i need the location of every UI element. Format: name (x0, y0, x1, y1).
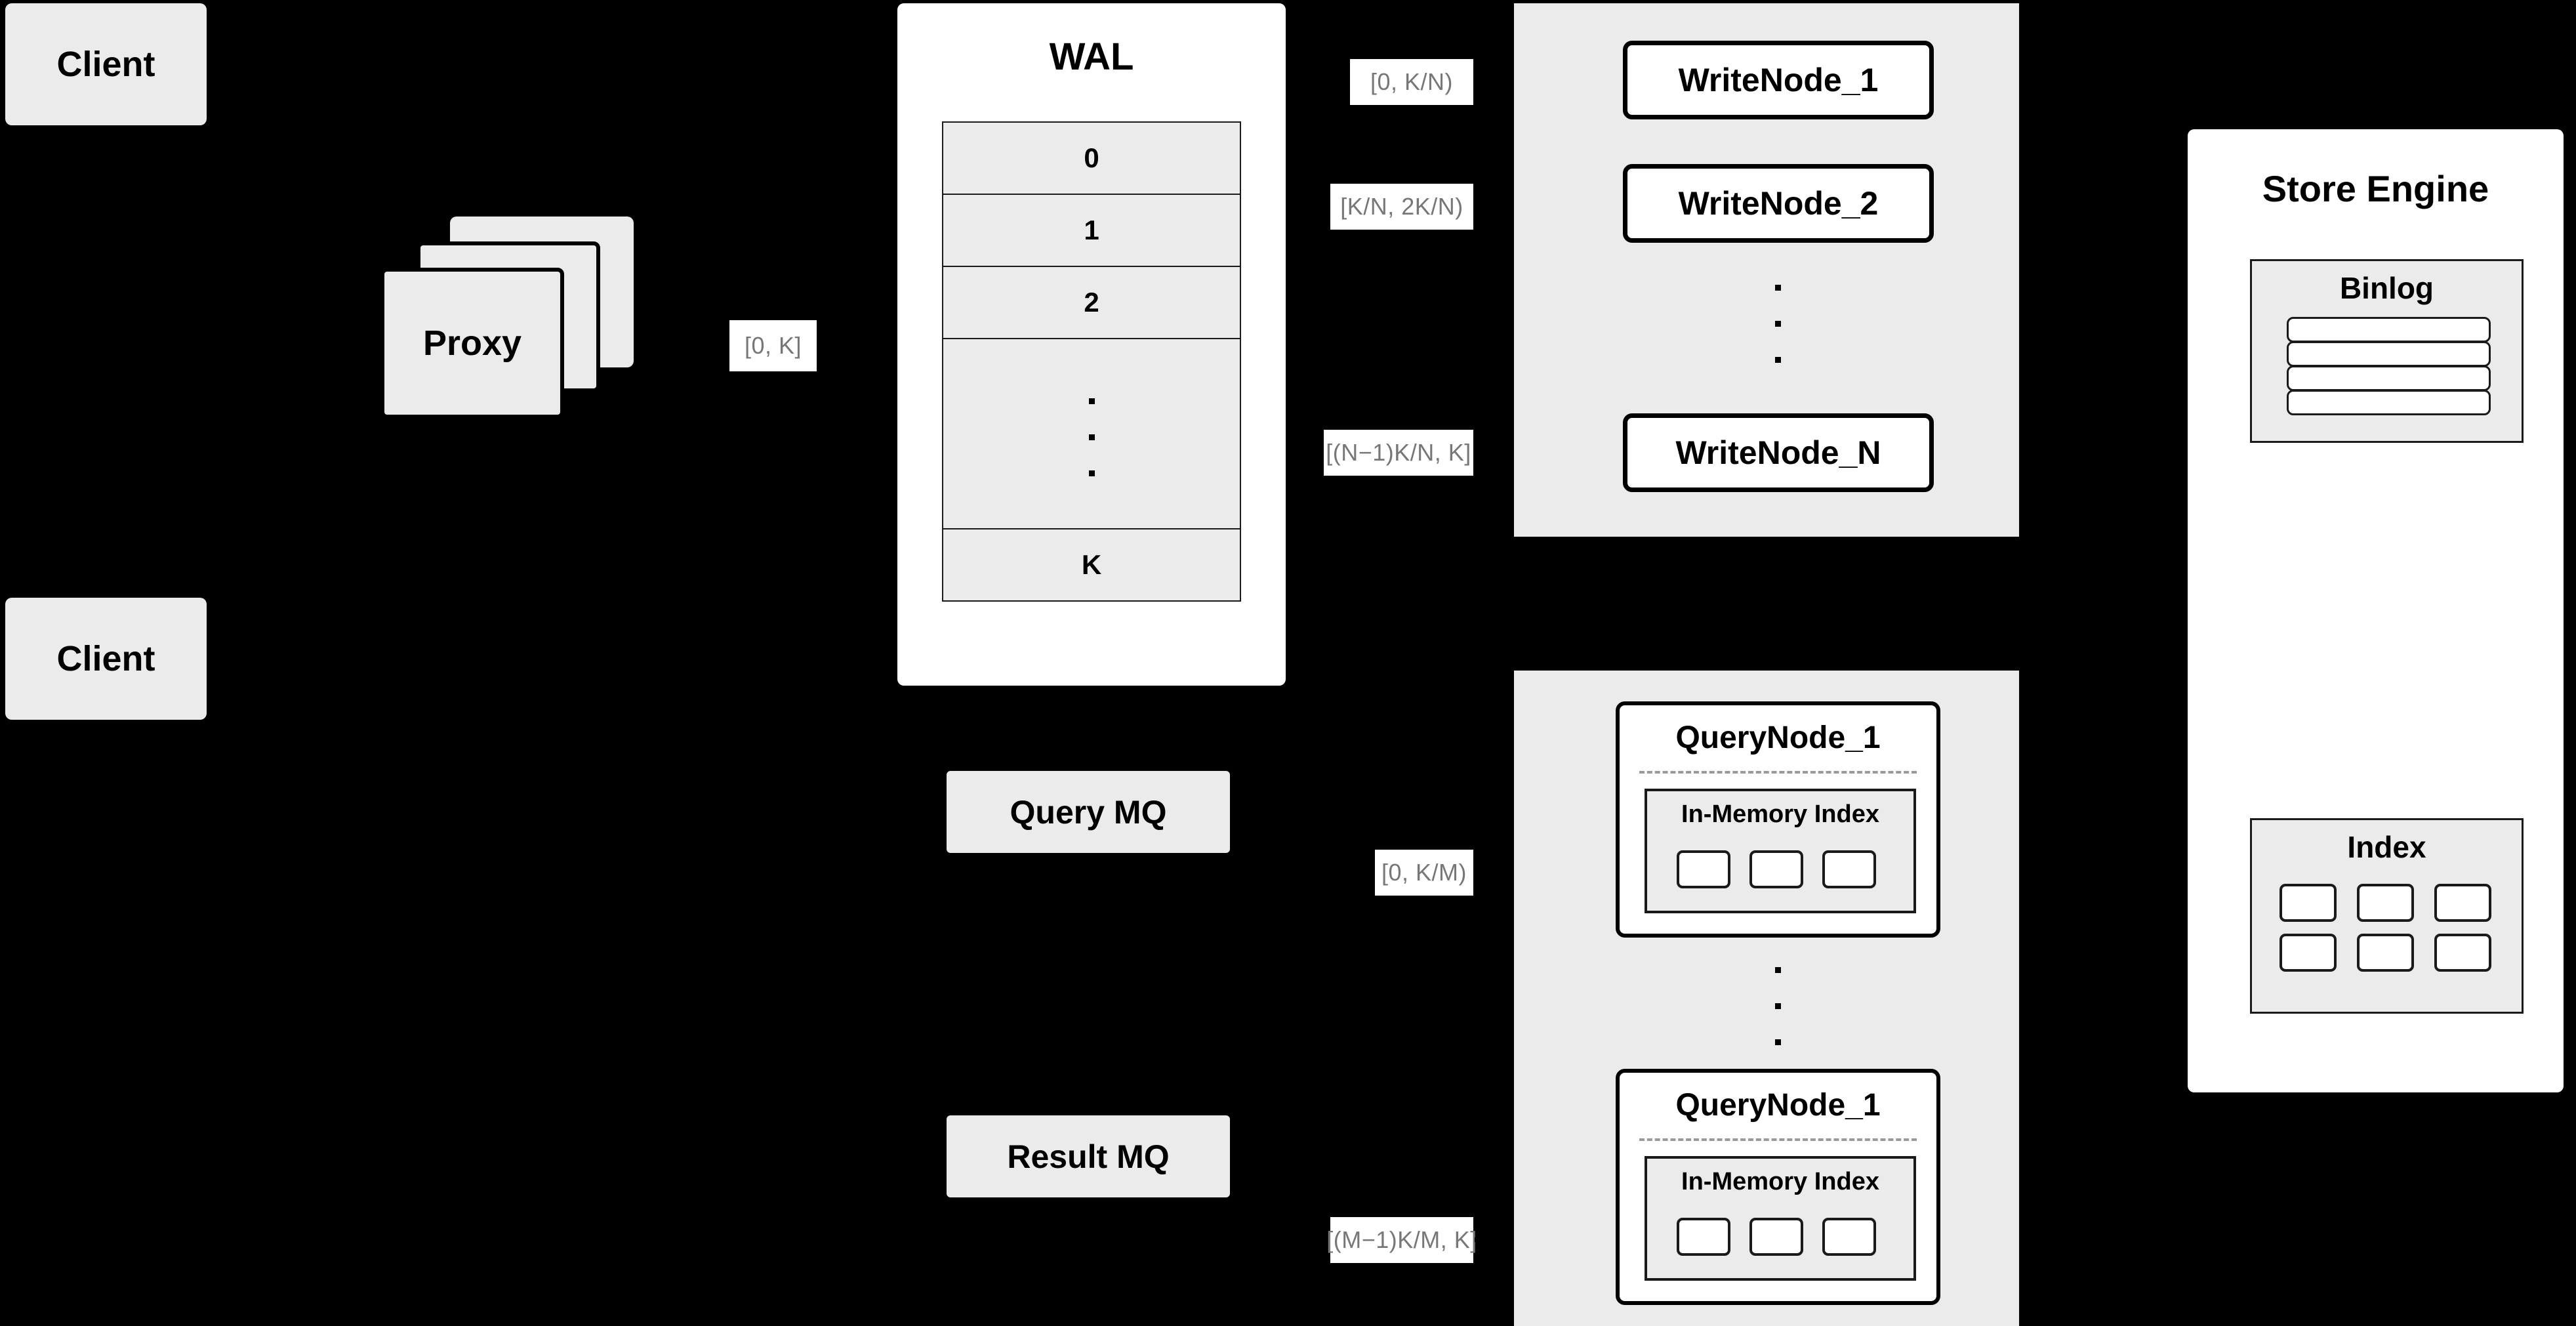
proxy-to-wal-connector (640, 342, 669, 346)
query-node-m-index-chip-1 (1677, 1218, 1730, 1256)
proxy-label: Proxy (422, 323, 522, 363)
range-label-writenode-2: [K/N, 2K/N) (1330, 184, 1473, 230)
write-cluster-panel: WriteNode_1 WriteNode_2 WriteNode_N (1514, 3, 2019, 537)
query-node-1-index-box: In-Memory Index (1645, 789, 1916, 913)
query-cluster-ellipsis-dot-3 (1775, 1039, 1781, 1045)
binlog-box: Binlog (2250, 259, 2524, 443)
wal-panel: WAL 0 1 2 K (897, 3, 1286, 686)
query-cluster-ellipsis-dot-2 (1775, 1003, 1781, 1009)
range-label-querynode-m: [(M−1)K/M, K] (1326, 1217, 1477, 1263)
write-cluster-ellipsis-dot-2 (1775, 321, 1781, 327)
wal-row-0: 0 (942, 121, 1241, 195)
wal-row-ellipsis (942, 338, 1241, 529)
query-node-1-index-title: In-Memory Index (1681, 800, 1879, 828)
query-node-m-index-box: In-Memory Index (1645, 1156, 1916, 1281)
result-mq-label: Result MQ (1007, 1138, 1170, 1175)
binlog-row-1 (2287, 317, 2491, 342)
store-index-title: Index (2347, 830, 2426, 864)
proxy-card-front[interactable]: Proxy (380, 268, 564, 419)
write-node-1[interactable]: WriteNode_1 (1623, 41, 1934, 119)
write-cluster-ellipsis-dot-3 (1775, 357, 1781, 363)
query-cluster-panel: QueryNode_1 In-Memory Index QueryNode_1 … (1514, 671, 2019, 1326)
proxy-stack[interactable]: Proxy (380, 217, 676, 426)
write-cluster-ellipsis-dot-1 (1775, 285, 1781, 291)
result-mq-box[interactable]: Result MQ (947, 1115, 1230, 1197)
query-node-m-index-chip-2 (1749, 1218, 1803, 1256)
write-node-2[interactable]: WriteNode_2 (1623, 164, 1934, 243)
client-box-2[interactable]: Client (5, 598, 207, 720)
store-index-box: Index (2250, 818, 2524, 1014)
binlog-row-2 (2287, 341, 2491, 367)
query-node-1-index-chip-2 (1749, 850, 1803, 888)
query-mq-label: Query MQ (1010, 793, 1167, 831)
range-label-writenode-n: [(N−1)K/N, K] (1324, 430, 1473, 476)
store-index-chip-6 (2434, 934, 2491, 972)
query-node-1-index-chip-3 (1822, 850, 1876, 888)
client-label-1: Client (56, 45, 155, 84)
wal-ellipsis-dot-1 (1089, 398, 1095, 404)
query-node-m-divider (1639, 1138, 1917, 1141)
wal-row-1: 1 (942, 194, 1241, 267)
query-node-1-title: QueryNode_1 (1675, 720, 1881, 755)
query-node-m-index-chip-3 (1822, 1218, 1876, 1256)
store-engine-title: Store Engine (2262, 168, 2489, 209)
write-node-n[interactable]: WriteNode_N (1623, 413, 1934, 492)
wal-row-2: 2 (942, 266, 1241, 339)
binlog-row-4 (2287, 390, 2491, 415)
wal-row-k: K (942, 528, 1241, 602)
query-node-1[interactable]: QueryNode_1 In-Memory Index (1616, 701, 1940, 938)
store-index-chip-2 (2357, 884, 2414, 922)
query-node-1-index-chip-1 (1677, 850, 1730, 888)
query-node-m[interactable]: QueryNode_1 In-Memory Index (1616, 1069, 1940, 1305)
query-cluster-ellipsis-dot-1 (1775, 967, 1781, 973)
range-label-proxy-wal: [0, K] (729, 320, 817, 371)
store-index-chip-5 (2357, 934, 2414, 972)
binlog-title: Binlog (2339, 271, 2434, 305)
store-index-chip-3 (2434, 884, 2491, 922)
wal-ellipsis-dot-2 (1089, 434, 1095, 440)
query-mq-box[interactable]: Query MQ (947, 771, 1230, 853)
range-label-writenode-1: [0, K/N) (1350, 59, 1473, 105)
store-index-chip-4 (2280, 934, 2337, 972)
client-label-2: Client (56, 639, 155, 678)
wal-ellipsis-dot-3 (1089, 470, 1095, 476)
wal-title: WAL (1049, 35, 1134, 78)
query-node-m-title: QueryNode_1 (1675, 1088, 1881, 1123)
query-node-1-divider (1639, 771, 1917, 774)
range-label-querynode-1: [0, K/M) (1375, 850, 1473, 896)
binlog-row-3 (2287, 365, 2491, 391)
store-index-chip-1 (2280, 884, 2337, 922)
client-box-1[interactable]: Client (5, 3, 207, 125)
query-node-m-index-title: In-Memory Index (1681, 1168, 1879, 1195)
store-engine-panel: Store Engine Binlog Index (2188, 129, 2564, 1092)
